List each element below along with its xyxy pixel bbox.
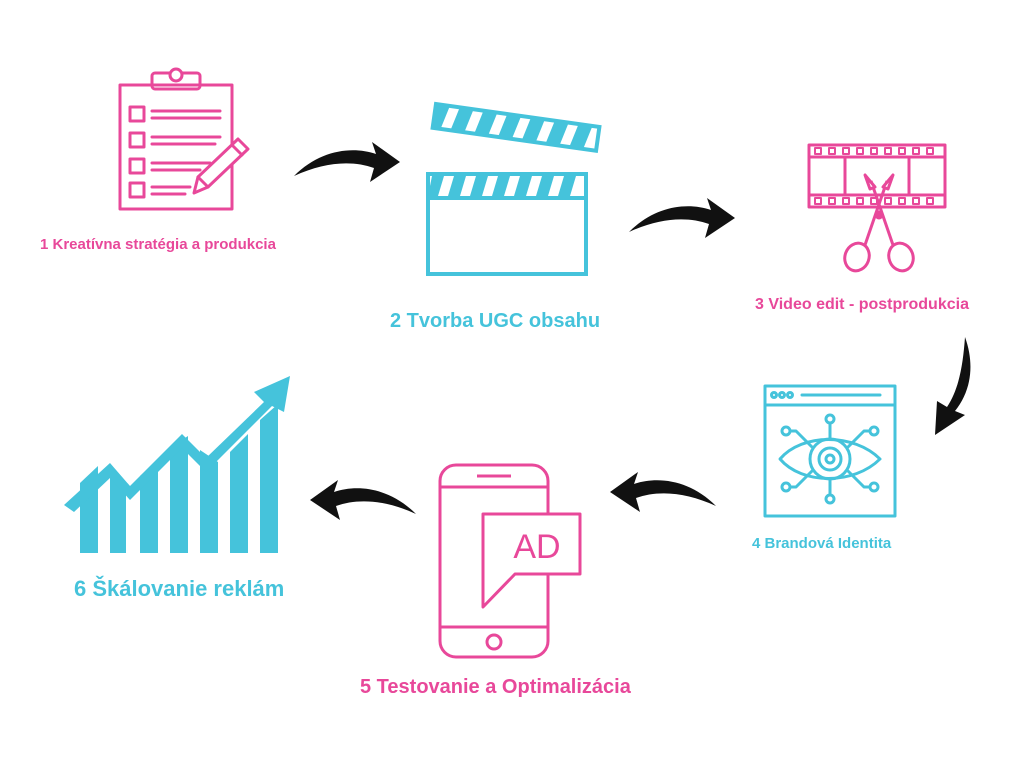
arrow-icon [310, 480, 416, 520]
arrow-icon [935, 337, 971, 435]
clipboard-pencil-icon [118, 67, 250, 211]
step-2-label: 2 Tvorba UGC obsahu [390, 310, 601, 332]
step-6-label: 6 Škálovanie reklám [74, 576, 285, 601]
step-3-label: 3 Video edit - postprodukcia [755, 296, 969, 313]
arrow-icon [610, 472, 716, 512]
clapperboard-icon [426, 101, 602, 276]
ad-text: AD [513, 528, 560, 566]
eye-browser-icon [763, 384, 897, 518]
phone-ad-icon: AD [438, 463, 582, 659]
film-scissors-icon [807, 143, 947, 273]
step-5-label: 5 Testovanie a Optimalizácia [360, 676, 631, 698]
arrow-icon [294, 142, 400, 182]
step-4-label: 4 Brandová Identita [752, 535, 892, 552]
step-1-label: 1 Kreatívna stratégia a produkcia [40, 236, 276, 253]
arrow-icon [629, 198, 735, 238]
growth-chart-icon [64, 376, 290, 553]
